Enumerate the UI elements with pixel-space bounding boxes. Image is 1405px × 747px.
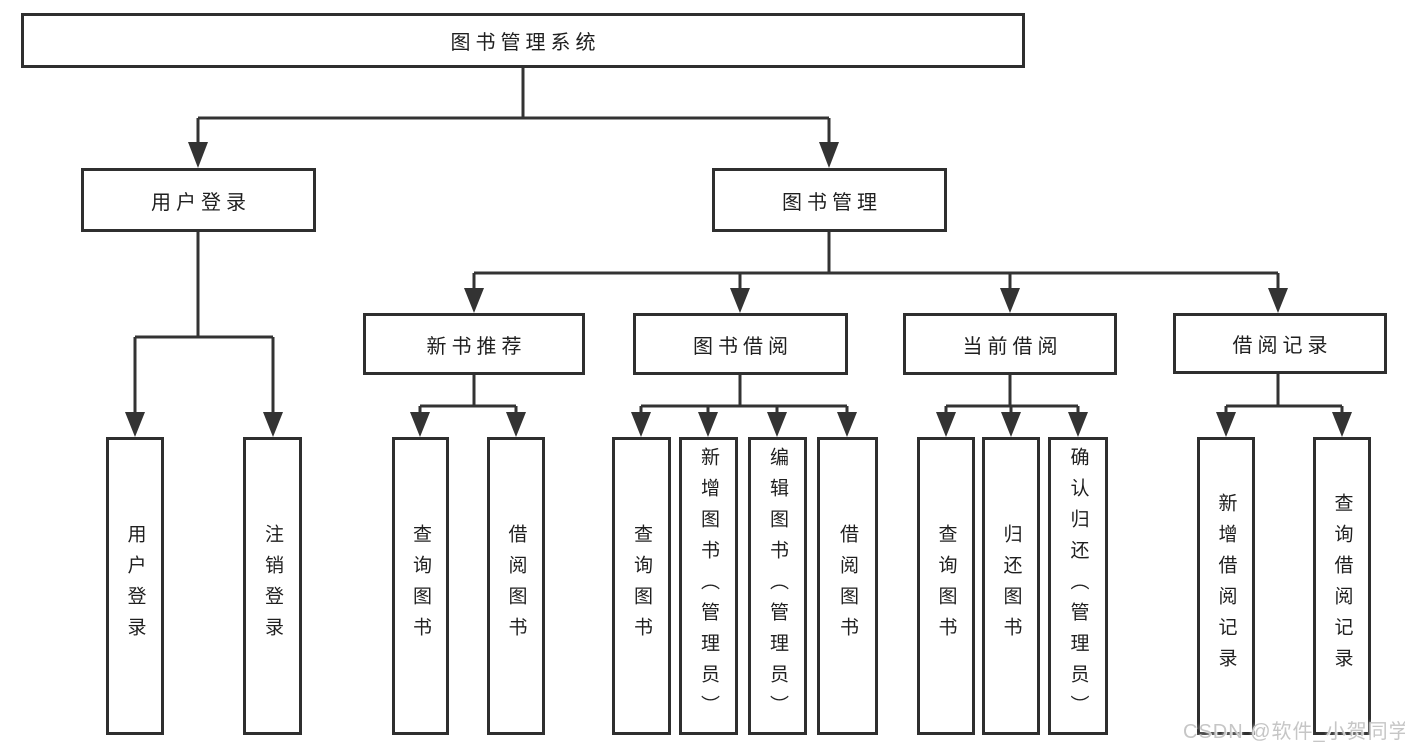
node-book-management: 图书管理 <box>712 168 947 232</box>
leaf-edit-book-admin: 编辑图书（管理员） <box>748 437 807 735</box>
leaf-add-borrow-record: 新增借阅记录 <box>1197 437 1255 735</box>
node-user-login: 用户登录 <box>81 168 316 232</box>
leaf-query-book-3: 查询图书 <box>917 437 975 735</box>
node-user-login-label: 用户登录 <box>151 191 251 214</box>
leaf-query-book-2: 查询图书 <box>612 437 671 735</box>
leaf-borrow-book-2-label: 借阅图书 <box>837 524 858 648</box>
node-borrow-records: 借阅记录 <box>1173 313 1387 374</box>
leaf-user-login-label: 用户登录 <box>124 524 146 648</box>
leaf-return-book: 归还图书 <box>982 437 1040 735</box>
node-book-borrow: 图书借阅 <box>633 313 848 375</box>
leaf-logout-label: 注销登录 <box>262 524 283 648</box>
node-new-book-recommend: 新书推荐 <box>363 313 585 375</box>
leaf-query-book-2-label: 查询图书 <box>631 524 652 648</box>
node-book-borrow-label: 图书借阅 <box>693 335 793 358</box>
node-current-borrow-label: 当前借阅 <box>962 335 1063 358</box>
leaf-confirm-return-admin-label: 确认归还（管理员） <box>1067 446 1089 726</box>
csdn-watermark: CSDN @软件_小贺同学 <box>1183 721 1405 743</box>
leaf-confirm-return-admin: 确认归还（管理员） <box>1048 437 1108 735</box>
leaf-return-book-label: 归还图书 <box>1000 524 1022 648</box>
leaf-user-login: 用户登录 <box>106 437 164 735</box>
leaf-add-book-admin-label: 新增图书（管理员） <box>698 446 719 726</box>
arrowheads <box>125 142 1352 437</box>
node-root: 图书管理系统 <box>21 13 1025 68</box>
leaf-borrow-book-1: 借阅图书 <box>487 437 545 735</box>
node-new-book-recommend-label: 新书推荐 <box>426 335 527 358</box>
node-root-label: 图书管理系统 <box>450 32 601 54</box>
leaf-edit-book-admin-label: 编辑图书（管理员） <box>767 446 788 726</box>
node-book-management-label: 图书管理 <box>782 191 882 214</box>
leaf-query-book-1-label: 查询图书 <box>410 524 431 648</box>
leaf-query-borrow-record-label: 查询借阅记录 <box>1331 493 1353 679</box>
leaf-borrow-book-2: 借阅图书 <box>817 437 878 735</box>
node-current-borrow: 当前借阅 <box>903 313 1117 375</box>
leaf-query-book-3-label: 查询图书 <box>935 524 957 648</box>
leaf-query-book-1: 查询图书 <box>392 437 449 735</box>
leaf-query-borrow-record: 查询借阅记录 <box>1313 437 1371 735</box>
leaf-add-book-admin: 新增图书（管理员） <box>679 437 738 735</box>
leaf-logout: 注销登录 <box>243 437 302 735</box>
leaf-add-borrow-record-label: 新增借阅记录 <box>1215 493 1237 679</box>
leaf-borrow-book-1-label: 借阅图书 <box>505 524 527 648</box>
node-borrow-records-label: 借阅记录 <box>1232 335 1333 357</box>
